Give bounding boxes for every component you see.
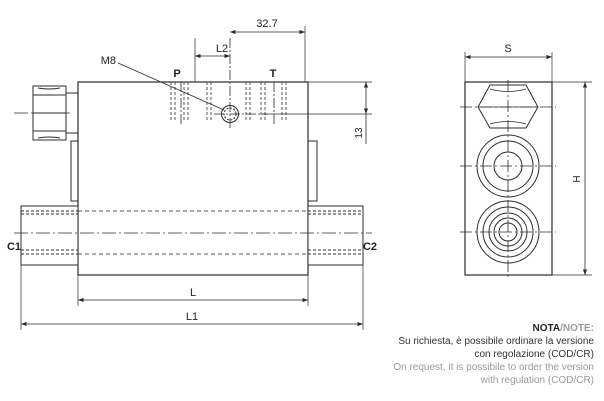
dim-13: 13	[354, 127, 365, 139]
note-block: NOTA/NOTE: Su richiesta, è possibile ord…	[393, 322, 594, 387]
side-pad-right	[307, 140, 318, 202]
dim-l: L	[190, 287, 196, 299]
label-port-t: T	[270, 68, 277, 80]
valve-body	[77, 81, 309, 276]
note-text-en-2: with regulation (COD/CR)	[480, 375, 594, 386]
side-view	[460, 52, 592, 277]
dim-s: S	[504, 43, 511, 55]
label-port-c2: C2	[363, 241, 377, 253]
m8-leader	[117, 62, 225, 111]
pipe-right	[307, 205, 364, 266]
port-t-bores	[260, 82, 287, 122]
pipe-left	[20, 205, 79, 266]
note-text-it-2: con regolazione (COD/CR)	[474, 349, 595, 360]
note-text-it-1: Su richiesta, è possibile ordinare la ve…	[398, 336, 594, 347]
note-title-separator: /	[560, 323, 563, 334]
note-text-en-1: On request, it is possibile to order the…	[393, 362, 594, 373]
dim-32-7: 32.7	[256, 18, 277, 30]
front-view	[14, 26, 372, 330]
note-title-en: NOTE:	[562, 323, 594, 334]
label-port-p: P	[173, 68, 180, 80]
dim-h: H	[572, 175, 583, 182]
note-title-it: NOTA	[532, 323, 561, 334]
note-title: NOTA/NOTE:	[393, 322, 594, 335]
label-port-c1: C1	[7, 241, 21, 253]
dim-l2: L2	[216, 43, 228, 55]
dim-l1: L1	[186, 311, 198, 323]
label-m8: M8	[101, 55, 116, 67]
